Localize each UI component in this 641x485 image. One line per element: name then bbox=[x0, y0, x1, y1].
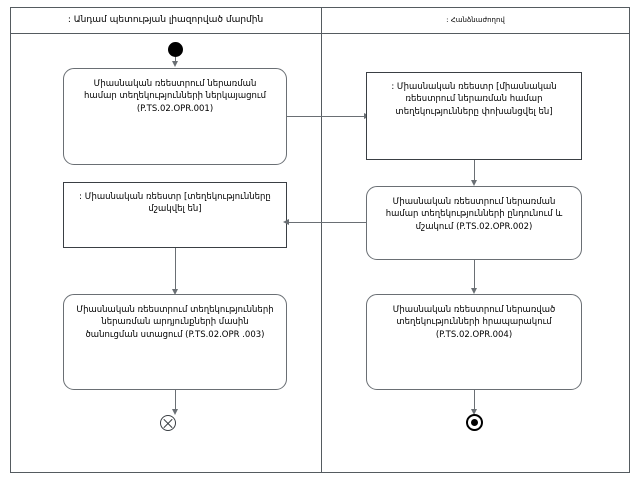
action-node-opr004-label: Միասնական ռեեստրում ներառված տեղեկությու… bbox=[392, 305, 556, 340]
edge-opr003-to-flow-final bbox=[175, 390, 176, 412]
swimlane-label-left: : Անդամ պետության լիազորված մարմին bbox=[67, 14, 264, 25]
flow-final-node bbox=[160, 415, 176, 431]
arrowhead-opr002-to-object-processed bbox=[283, 219, 289, 225]
arrowhead-opr003-to-flow-final bbox=[172, 409, 178, 415]
swimlane-header-member-state-authority: : Անդամ պետության լիազորված մարմին bbox=[10, 7, 321, 34]
action-node-opr003[interactable]: Միասնական ռեեստրում տեղեկությունների ներ… bbox=[63, 294, 287, 390]
edge-object-transferred-to-opr002 bbox=[474, 160, 475, 183]
edge-initial-to-opr001 bbox=[175, 57, 176, 62]
action-node-opr002[interactable]: Միասնական ռեեստրում ներառման համար տեղեկ… bbox=[366, 186, 582, 260]
arrowhead-opr002-to-opr004 bbox=[471, 288, 477, 294]
swimlane-divider bbox=[321, 7, 322, 473]
action-node-opr003-label: Միասնական ռեեստրում տեղեկությունների ներ… bbox=[76, 305, 274, 340]
arrowhead-opr004-to-activity-final bbox=[471, 409, 477, 415]
arrowhead-object-transferred-to-opr002 bbox=[471, 180, 477, 186]
edge-opr002-to-object-processed bbox=[288, 222, 366, 223]
edge-object-processed-to-opr003 bbox=[175, 248, 176, 291]
object-node-register-processed-label: : Միասնական ռեեստր [տեղեկությունները մշա… bbox=[79, 192, 271, 215]
object-node-register-processed[interactable]: : Միասնական ռեեստր [տեղեկությունները մշա… bbox=[63, 182, 287, 248]
swimlane-label-right: : Հանձնաժողով bbox=[446, 15, 505, 24]
initial-node bbox=[168, 42, 183, 57]
swimlane-header-commission: : Հանձնաժողով bbox=[321, 7, 630, 34]
arrowhead-initial-to-opr001 bbox=[172, 61, 178, 67]
object-node-register-transferred-label: : Միասնական ռեեստր [միասնական ռեեստրում … bbox=[391, 82, 557, 117]
edge-opr004-to-activity-final bbox=[474, 390, 475, 412]
activity-final-node bbox=[466, 414, 483, 431]
edge-opr002-to-opr004 bbox=[474, 260, 475, 291]
arrowhead-object-processed-to-opr003 bbox=[172, 289, 178, 295]
action-node-opr004[interactable]: Միասնական ռեեստրում ներառված տեղեկությու… bbox=[366, 294, 582, 390]
action-node-opr002-label: Միասնական ռեեստրում ներառման համար տեղեկ… bbox=[385, 197, 563, 232]
action-node-opr001-label: Միասնական ռեեստրում ներառման համար տեղեկ… bbox=[84, 79, 266, 114]
edge-opr001-to-object-transferred bbox=[287, 116, 366, 117]
action-node-opr001[interactable]: Միասնական ռեեստրում ներառման համար տեղեկ… bbox=[63, 68, 287, 165]
object-node-register-transferred[interactable]: : Միասնական ռեեստր [միասնական ռեեստրում … bbox=[366, 72, 582, 160]
